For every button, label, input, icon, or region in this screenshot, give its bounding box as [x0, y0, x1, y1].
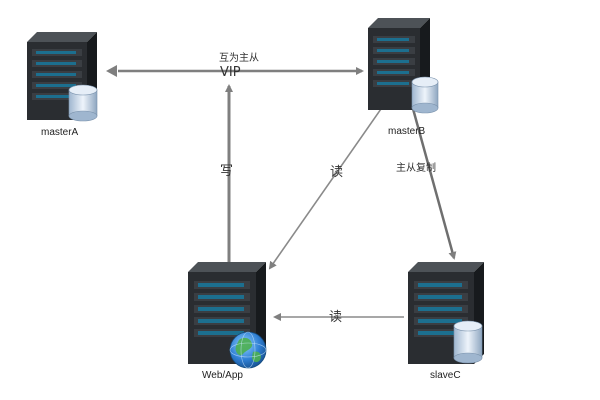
arrowhead-to-masterA	[106, 65, 117, 77]
edge-label-write: 写	[220, 164, 233, 179]
edge-label-read-slaveC: 读	[329, 310, 342, 325]
globe-icon	[229, 331, 267, 369]
edge-write: 写	[220, 84, 233, 262]
server-tower-icon	[188, 262, 266, 364]
server-tower-icon	[408, 262, 484, 364]
edge-read-slaveC: 读	[273, 310, 404, 325]
node-webapp: Web/App	[188, 262, 267, 381]
edge-label-replication: 主从复制	[396, 161, 436, 174]
edge-label-mutual-master: 互为主从	[219, 52, 259, 64]
edge-label-read-masterB: 读	[330, 165, 343, 180]
database-cylinder-icon	[453, 320, 483, 364]
node-label-masterA: masterA	[41, 127, 79, 138]
server-tower-icon	[368, 18, 430, 110]
vip-label: VIP	[220, 65, 241, 80]
node-label-masterB: masterB	[388, 126, 426, 137]
node-masterA: masterA	[27, 32, 98, 138]
database-cylinder-icon	[68, 84, 98, 122]
node-masterB: masterB	[368, 18, 439, 137]
node-label-slaveC: slaveC	[430, 370, 461, 381]
node-slaveC: slaveC	[408, 262, 484, 381]
database-cylinder-icon	[411, 76, 439, 114]
node-label-webapp: Web/App	[202, 370, 243, 381]
edge-mutual-master: 互为主从 VIP	[106, 52, 364, 80]
